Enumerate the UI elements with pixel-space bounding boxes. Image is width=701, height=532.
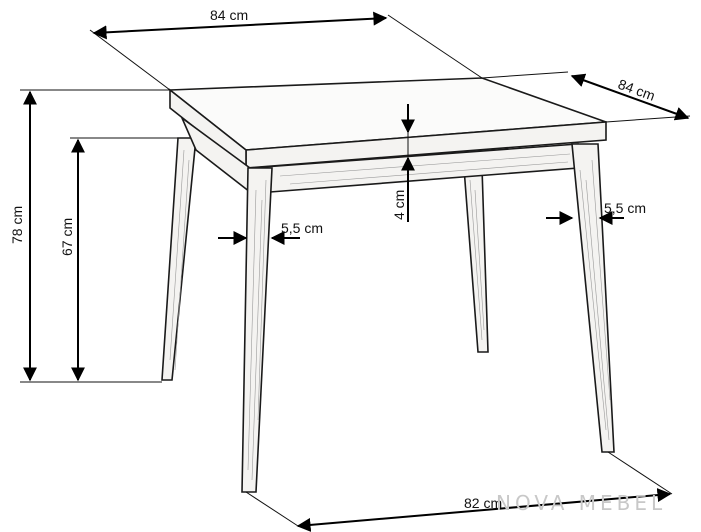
watermark: NOVA MEBEL: [496, 491, 666, 515]
total-height-label: 78 cm: [9, 206, 25, 244]
front-left-leg: [241, 167, 273, 493]
dimension-arrows: [23, 11, 690, 532]
extension-lines: [20, 14, 691, 527]
base-width-label: 82 cm: [464, 495, 502, 511]
front-right-leg: [571, 143, 615, 453]
top-depth-arrow: [570, 73, 690, 121]
leg-width-right-label: 5,5 cm: [604, 200, 646, 216]
under-height-label: 67 cm: [59, 218, 75, 256]
top-thickness-label: 4 cm: [391, 190, 407, 220]
top-width-arrow: [92, 11, 388, 40]
base-width-arrow: [296, 488, 672, 532]
top-width-label: 84 cm: [210, 7, 248, 23]
leg-width-left-label: 5,5 cm: [281, 220, 323, 236]
back-right-leg: [463, 167, 489, 353]
table-illustration: [161, 77, 615, 493]
back-left-leg: [161, 137, 197, 381]
